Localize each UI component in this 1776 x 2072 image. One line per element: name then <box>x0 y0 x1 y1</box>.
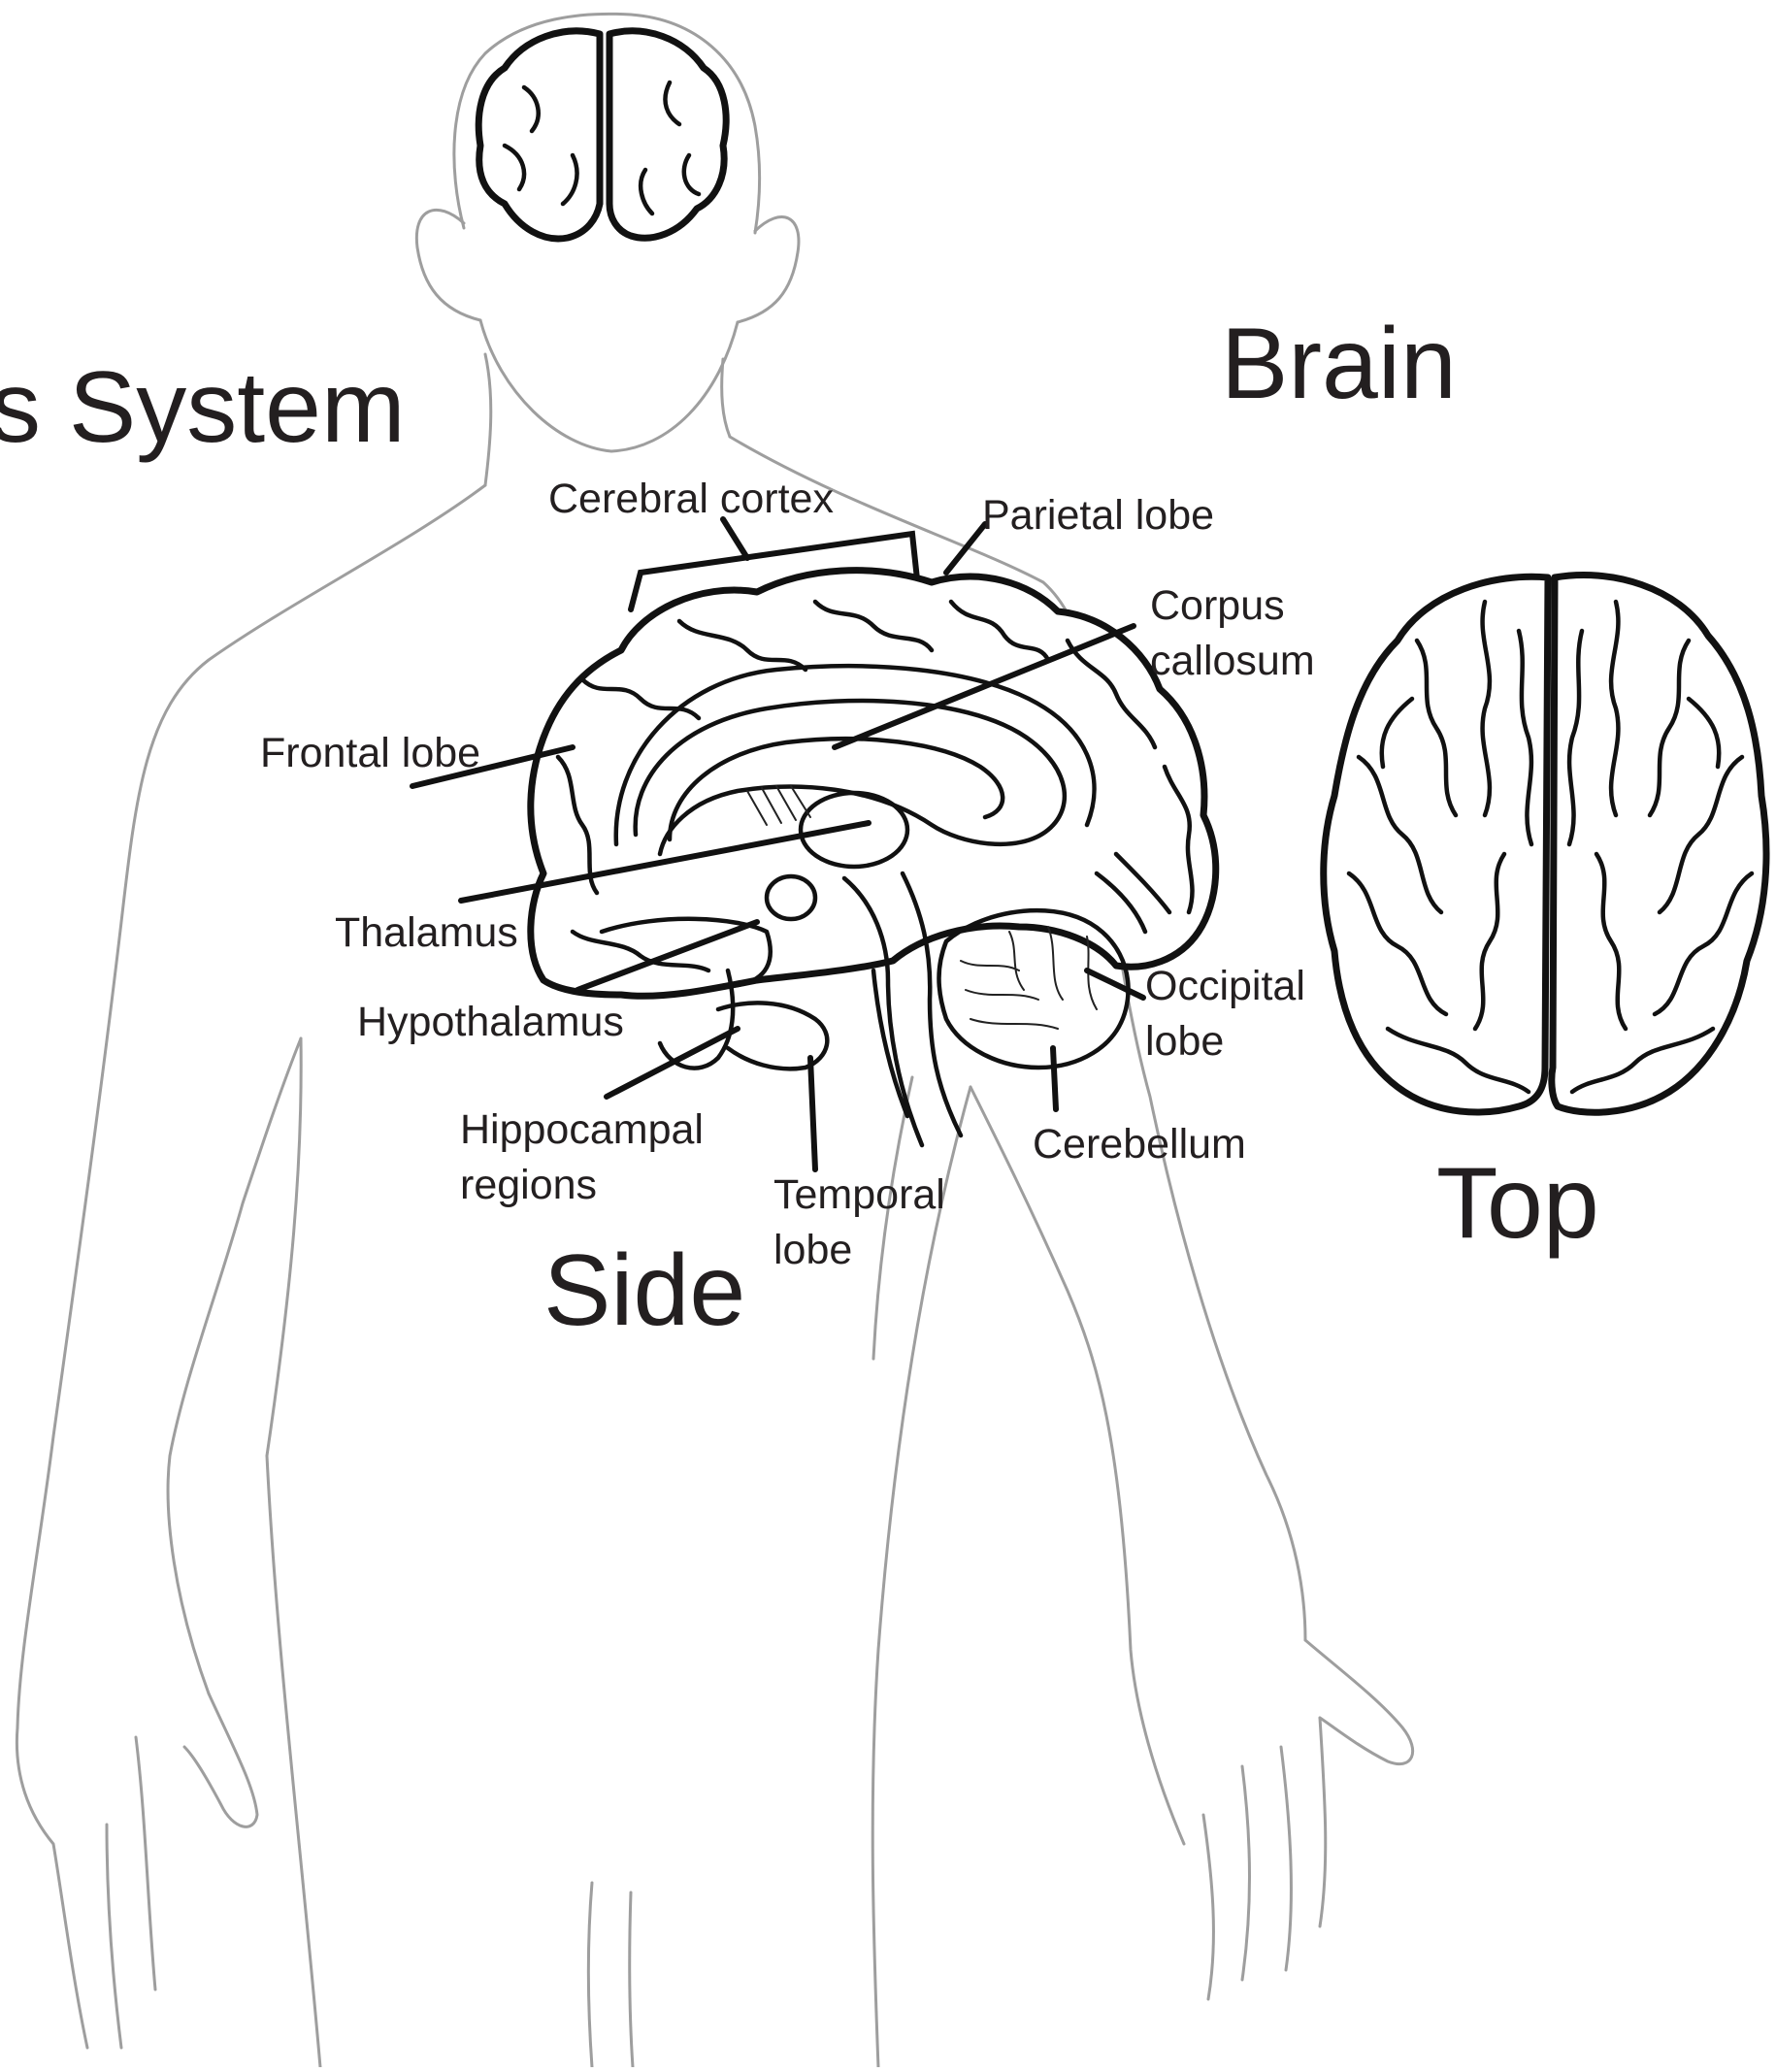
left-arm-inner-outline <box>168 1038 301 1694</box>
side-brain-drawing <box>531 534 1216 1145</box>
leader-hippocampal <box>607 1029 738 1097</box>
head-brain-drawing <box>478 31 726 239</box>
right-arm-inner-outline <box>970 1087 1184 1844</box>
system-title: s System <box>0 351 406 464</box>
top-title: Top <box>1436 1147 1599 1260</box>
label-hippocampal-line1: Hippocampal <box>460 1106 704 1153</box>
leader-occipital-lobe <box>1087 970 1143 998</box>
label-temporal-line1: Temporal <box>773 1171 945 1218</box>
label-thalamus: Thalamus <box>335 909 518 956</box>
neck-left-outline <box>485 354 491 485</box>
left-arm-outer-outline <box>17 485 485 1727</box>
left-torso-outline <box>267 1456 320 2067</box>
brain-title: Brain <box>1221 308 1457 420</box>
leader-parietal-lobe <box>946 524 985 573</box>
top-brain-left-hemisphere <box>1324 576 1548 1112</box>
label-cerebral-cortex: Cerebral cortex <box>548 476 834 522</box>
right-ear-outline <box>738 217 799 322</box>
label-corpus-callosum-line2: callosum <box>1150 638 1315 684</box>
label-hypothalamus: Hypothalamus <box>357 999 624 1045</box>
cerebellum-folia <box>961 927 1097 1029</box>
right-torso-outline <box>872 1087 970 2067</box>
label-occipital-line2: lobe <box>1145 1018 1224 1065</box>
jaw-outline <box>480 320 738 451</box>
left-hand-outline <box>16 1694 257 2048</box>
neck-right-outline <box>722 359 730 437</box>
leader-cerebellum <box>1053 1048 1056 1109</box>
head-brain-left-hemisphere <box>478 31 600 239</box>
label-temporal-line2: lobe <box>773 1227 852 1273</box>
label-corpus-callosum-line1: Corpus <box>1150 582 1285 629</box>
leader-cerebral-cortex <box>723 519 747 558</box>
label-parietal-lobe: Parietal lobe <box>982 492 1214 539</box>
right-hand-outline <box>1203 1640 1413 1999</box>
leader-temporal-lobe <box>810 1058 815 1169</box>
label-frontal-lobe: Frontal lobe <box>260 730 480 776</box>
center-torso-outline <box>588 1077 912 2067</box>
head-brain-right-hemisphere <box>609 31 726 238</box>
top-brain-drawing <box>1324 576 1766 1113</box>
label-hippocampal-line2: regions <box>460 1162 597 1208</box>
label-occipital-line1: Occipital <box>1145 963 1305 1009</box>
label-cerebellum: Cerebellum <box>1033 1121 1246 1168</box>
left-ear-outline <box>416 210 480 320</box>
top-brain-right-hemisphere <box>1552 576 1766 1113</box>
left-armpit-outline <box>267 1038 301 1456</box>
side-title: Side <box>543 1234 745 1347</box>
